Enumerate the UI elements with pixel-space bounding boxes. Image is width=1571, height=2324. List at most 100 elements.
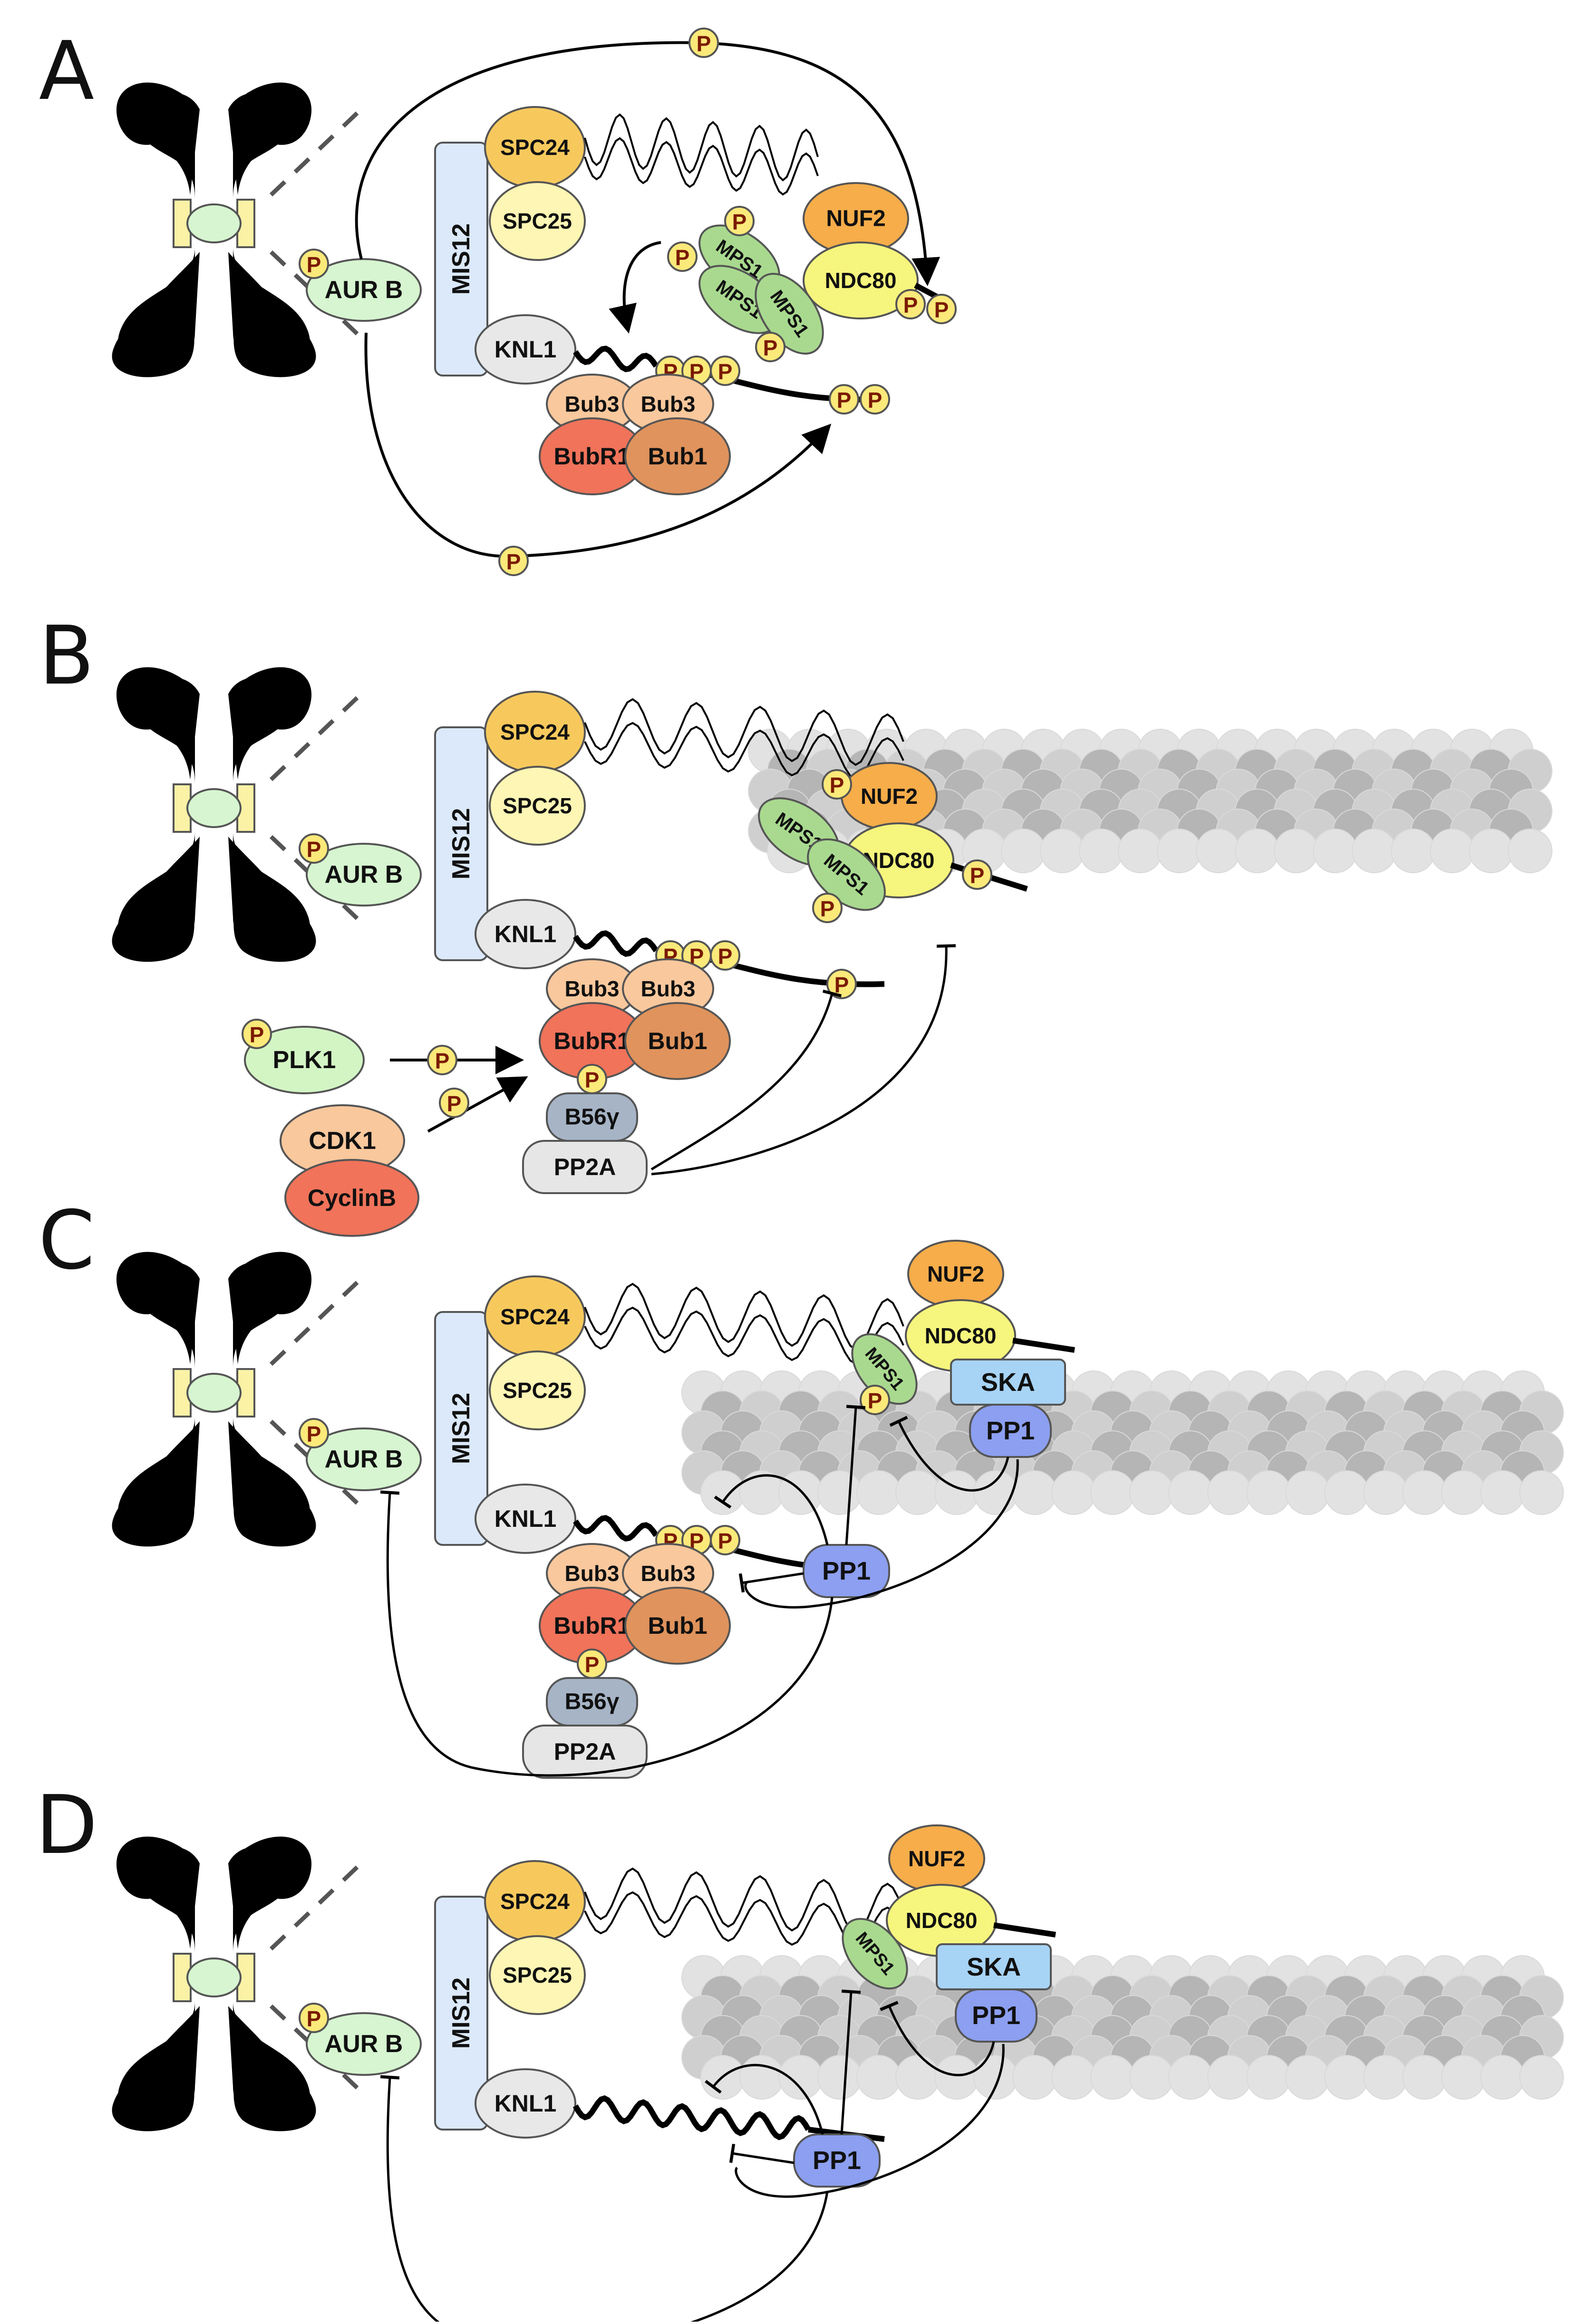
- pp1-phosphatase: [955, 1988, 1038, 2043]
- ska-label: SKA: [967, 1953, 1021, 1981]
- spc24-protein: SPC24: [484, 691, 586, 773]
- mps1-protein: MPS1: [807, 838, 886, 911]
- plk1-kinase-label: PLK1: [273, 1046, 336, 1074]
- phosphate-label: P: [307, 837, 321, 862]
- phosphate-icon: P: [860, 384, 890, 415]
- phosphate-icon: P: [299, 2003, 329, 2033]
- pp2a-phosphatase: [522, 1140, 648, 1194]
- spc24-protein: SPC24: [484, 1275, 586, 1358]
- phosphate-icon: P: [829, 384, 859, 415]
- pp1-label: PP1: [972, 2001, 1020, 2030]
- nuf2-protein: NUF2: [803, 182, 909, 255]
- bub3-left-label: Bub3: [565, 976, 620, 1001]
- phosphate-label: P: [837, 388, 852, 413]
- bubr1-protein-label: BubR1: [553, 443, 630, 470]
- knl1-protein: KNL1: [475, 314, 576, 385]
- bub3-left: Bub3: [546, 1543, 638, 1604]
- aurb-complex-label: AUR B: [325, 861, 403, 888]
- mis12-label: MIS12: [447, 223, 475, 295]
- phosphate-label: P: [585, 1068, 600, 1092]
- pp1-phosphatase: [793, 2133, 881, 2188]
- phosphate-icon: P: [667, 241, 698, 272]
- knl1-protein: KNL1: [475, 899, 576, 969]
- knl1-protein-label: KNL1: [495, 1505, 557, 1532]
- nuf2-protein: NUF2: [907, 1240, 1004, 1308]
- phosphate-label: P: [697, 31, 711, 56]
- chromosome-icon: [112, 667, 368, 962]
- mps1-protein: MPS1: [842, 1918, 908, 1990]
- panel-letter: A: [39, 24, 94, 118]
- phosphate-label: P: [820, 897, 835, 921]
- phosphate-label: P: [868, 388, 882, 413]
- mis12-box: [434, 726, 488, 961]
- mis12-complex: MIS12: [434, 1311, 488, 1546]
- phosphate-label: P: [763, 336, 778, 360]
- mis12-box: [434, 1896, 488, 2131]
- mis12-label: MIS12: [447, 1393, 475, 1464]
- phosphate-icon: P: [577, 1064, 607, 1094]
- bub1-protein: Bub1: [624, 1002, 731, 1080]
- phosphate-icon: P: [689, 28, 719, 58]
- phosphate-label: P: [585, 1652, 600, 1677]
- spc24-protein-label: SPC24: [500, 1304, 570, 1329]
- phosphate-label: P: [307, 1422, 321, 1446]
- pp1-label: PP1: [822, 1557, 871, 1585]
- aurb-complex-label: AUR B: [325, 276, 403, 304]
- ndc80-protein: NDC80: [905, 1299, 1016, 1372]
- spc24-protein: SPC24: [484, 1860, 586, 1943]
- panel-letter: D: [36, 1778, 98, 1872]
- phosphate-label: P: [307, 252, 321, 277]
- chromosome-icon: [112, 1252, 368, 1547]
- phosphate-label: P: [250, 1022, 264, 1047]
- phosphate-label: P: [718, 359, 733, 384]
- bubr1-protein-label: BubR1: [553, 1612, 630, 1639]
- bub3-right-label: Bub3: [641, 976, 696, 1001]
- mis12-box: [434, 142, 488, 376]
- panel-letter: B: [39, 609, 95, 703]
- bub1-protein-label: Bub1: [648, 1028, 708, 1054]
- mis12-complex: MIS12: [434, 726, 488, 961]
- spc24-protein: SPC24: [484, 106, 586, 189]
- aurb-complex: AUR B: [306, 258, 422, 322]
- bub3-right-label: Bub3: [641, 1561, 696, 1586]
- phosphate-icon: P: [299, 833, 329, 864]
- phosphate-icon: P: [860, 1385, 890, 1415]
- phosphate-label: P: [868, 1389, 882, 1413]
- bub1-protein-label: Bub1: [648, 1612, 708, 1639]
- aurb-complex-label: AUR B: [325, 1446, 403, 1473]
- phosphate-label: P: [830, 773, 844, 798]
- cdk1-kinase: CDK1: [280, 1104, 405, 1177]
- microtubule-icon: [681, 1955, 1564, 2100]
- ndc80-protein-label: NDC80: [825, 268, 897, 293]
- phosphate-label: P: [732, 210, 747, 234]
- phosphate-icon: P: [427, 1045, 457, 1075]
- knl1-protein-label: KNL1: [495, 921, 557, 947]
- phosphate-icon: P: [439, 1088, 469, 1118]
- mis12-label: MIS12: [447, 1977, 475, 2049]
- phosphate-icon: P: [710, 356, 740, 386]
- bubr1-protein: BubR1: [539, 417, 645, 495]
- phosphate-label: P: [435, 1049, 450, 1073]
- nuf2-protein: NUF2: [888, 1824, 985, 1893]
- cyclinb-protein: CyclinB: [284, 1159, 419, 1237]
- b56-label: B56γ: [565, 1689, 620, 1715]
- ndc80-protein: NDC80: [886, 1884, 997, 1957]
- plk1-kinase: PLK1: [244, 1026, 365, 1094]
- pp1-phosphatase: [969, 1404, 1052, 1458]
- spc24-protein-label: SPC24: [500, 1889, 570, 1914]
- chromosome-icon: [112, 1836, 368, 2131]
- phosphate-label: P: [718, 1529, 733, 1553]
- phosphate-icon: P: [724, 206, 755, 236]
- pp2a-label: PP2A: [554, 1738, 616, 1765]
- phosphate-icon: P: [498, 546, 529, 576]
- bubr1-protein: BubR1: [539, 1587, 645, 1665]
- phosphate-icon: P: [299, 1418, 329, 1448]
- phosphate-icon: P: [812, 893, 843, 923]
- bub1-protein: Bub1: [624, 417, 731, 495]
- phosphate-label: P: [718, 944, 733, 969]
- phosphate-label: P: [903, 293, 918, 318]
- pp2a-phosphatase: [522, 1725, 648, 1779]
